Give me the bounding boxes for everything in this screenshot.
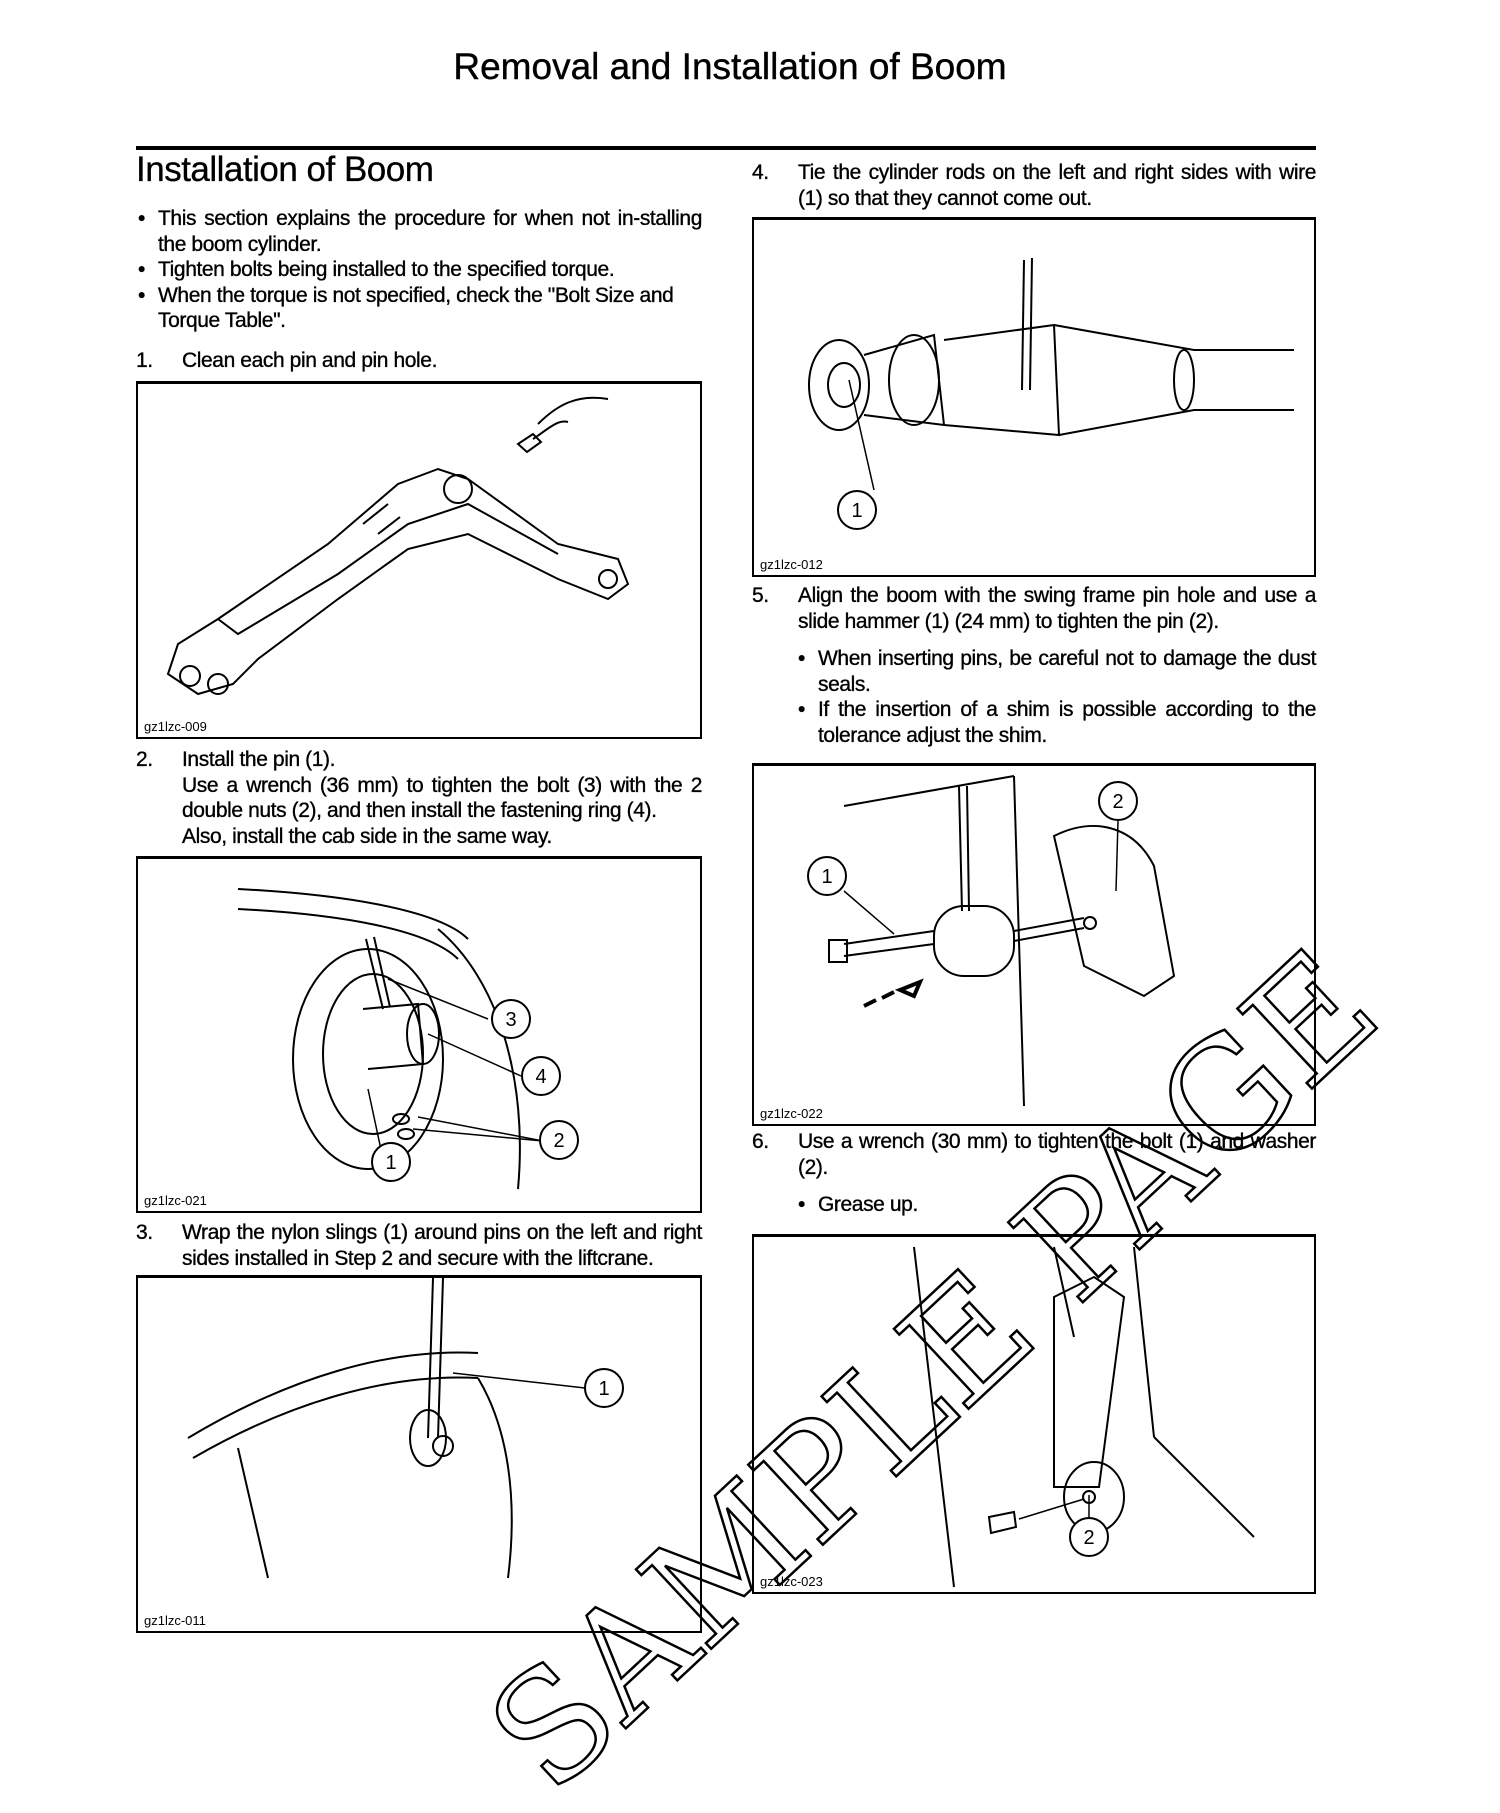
- callout-4: 4: [521, 1056, 561, 1096]
- step-5: 5. Align the boom with the swing frame pi…: [752, 583, 1317, 748]
- slings-illustration: 1: [187, 1278, 624, 1579]
- intro-bullet: Tighten bolts being installed to the spe…: [136, 257, 702, 283]
- section-divider: [136, 146, 1316, 150]
- callout-3: 3: [491, 999, 531, 1039]
- figure-caption: gz1lzc-012: [760, 557, 823, 572]
- svg-text:2: 2: [1083, 1527, 1094, 1549]
- svg-text:4: 4: [535, 1066, 546, 1088]
- step-text: Clean each pin and pin hole.: [182, 348, 438, 372]
- callout-1: 1: [807, 856, 847, 896]
- right-column: 4. Tie the cylinder rods on the left and…: [752, 160, 1317, 1594]
- figure-boom: gz1lzc-009: [136, 381, 702, 739]
- step-6: 6. Use a wrench (30 mm) to tighten the bo…: [752, 1129, 1317, 1218]
- step-2: 2. Install the pin (1). Use a wrench (36…: [136, 747, 703, 849]
- svg-text:1: 1: [851, 500, 862, 522]
- step-6-bullet: Grease up.: [796, 1192, 1316, 1218]
- section-heading: Installation of Boom: [136, 150, 434, 189]
- figure-cylinder-wire: 1 gz1lzc-012: [752, 217, 1316, 577]
- svg-text:1: 1: [385, 1152, 396, 1174]
- figure-slings: 1 gz1lzc-011: [136, 1275, 702, 1633]
- cylinder-wire-illustration: 1: [808, 257, 1294, 530]
- pin-install-illustration: 3 4 2 1: [237, 888, 579, 1190]
- step-text: Wrap the nylon slings (1) around pins on…: [182, 1221, 703, 1270]
- callout-1: 1: [837, 490, 877, 530]
- step-number: 6.: [752, 1130, 769, 1153]
- step-text: Also, install the cab side in the same w…: [182, 824, 553, 848]
- step-number: 5.: [752, 584, 769, 607]
- step-text: Use a wrench (36 mm) to tighten the bolt…: [182, 773, 703, 822]
- step-text: Tie the cylinder rods on the left and ri…: [798, 161, 1317, 210]
- step-number: 4.: [752, 161, 769, 184]
- callout-2: 2: [539, 1120, 579, 1160]
- step-5-bullet: When inserting pins, be careful not to d…: [796, 646, 1317, 697]
- intro-bullets: This section explains the procedure for …: [136, 206, 703, 334]
- step-5-bullet: If the insertion of a shim is possible a…: [796, 697, 1317, 748]
- step-4: 4. Tie the cylinder rods on the left and…: [752, 160, 1317, 211]
- svg-text:1: 1: [598, 1378, 609, 1400]
- callout-1: 1: [371, 1142, 411, 1182]
- figure-pin-install: 3 4 2 1 gz1lzc-021: [136, 856, 702, 1213]
- step-text: Use a wrench (30 mm) to tighten the bolt…: [798, 1130, 1317, 1179]
- step-number: 3.: [136, 1221, 153, 1244]
- svg-text:1: 1: [821, 866, 832, 888]
- step-number: 1.: [136, 348, 153, 372]
- figure-caption: gz1lzc-009: [144, 719, 207, 734]
- callout-1: 1: [584, 1368, 624, 1408]
- step-text: Install the pin (1).: [182, 748, 336, 771]
- figure-caption: gz1lzc-021: [144, 1193, 207, 1208]
- slide-hammer-illustration: 1 2: [807, 775, 1176, 1107]
- figure-caption: gz1lzc-011: [144, 1613, 206, 1628]
- bolt-washer-illustration: 2: [913, 1246, 1255, 1587]
- step-3: 3. Wrap the nylon slings (1) around pins…: [136, 1220, 703, 1271]
- svg-text:2: 2: [553, 1130, 564, 1152]
- left-column: This section explains the procedure for …: [136, 206, 703, 1633]
- callout-2: 2: [1069, 1516, 1109, 1557]
- figure-slide-hammer: 1 2 gz1lzc-022: [752, 763, 1316, 1126]
- figure-bolt-washer: 2 gz1lzc-023: [752, 1233, 1316, 1594]
- intro-bullet: This section explains the procedure for …: [136, 206, 703, 257]
- step-1: 1. Clean each pin and pin hole.: [136, 348, 702, 374]
- callout-2: 2: [1098, 781, 1138, 821]
- figure-caption: gz1lzc-023: [760, 1573, 823, 1589]
- intro-bullet: When the torque is not specified, check …: [136, 283, 702, 334]
- figure-caption: gz1lzc-022: [760, 1106, 823, 1121]
- step-number: 2.: [136, 748, 153, 771]
- svg-text:3: 3: [505, 1009, 516, 1031]
- boom-illustration: [166, 396, 630, 696]
- step-text: Align the boom with the swing frame pin …: [798, 584, 1317, 633]
- svg-text:2: 2: [1112, 791, 1123, 813]
- page-title: Removal and Installation of Boom: [453, 46, 1007, 87]
